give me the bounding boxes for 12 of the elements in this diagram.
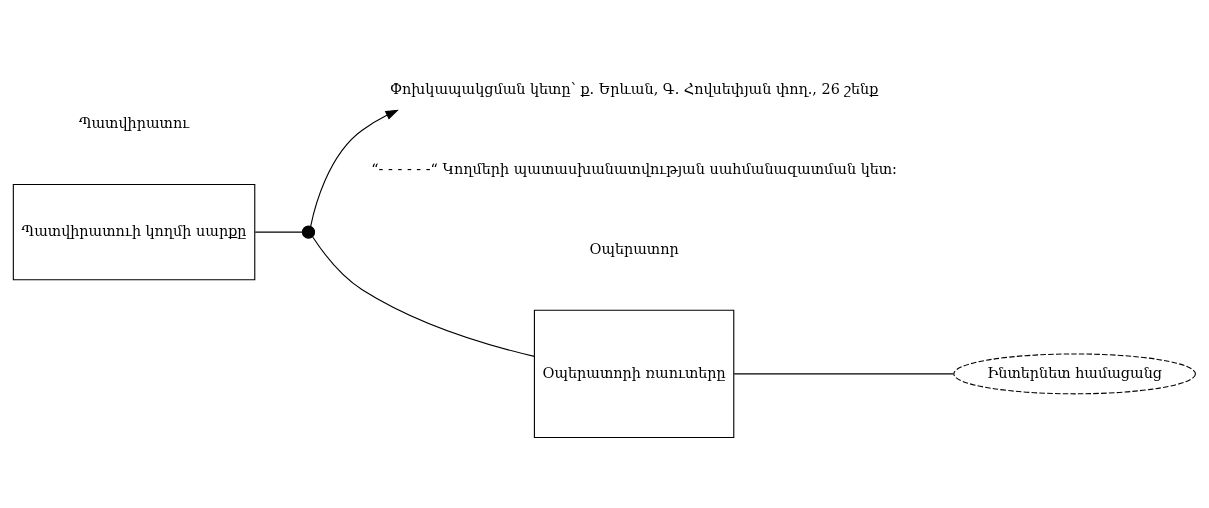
arrow xyxy=(310,109,399,227)
label: Օպերատոր xyxy=(589,240,679,257)
connector xyxy=(254,231,303,233)
label: “- - - - - -“ Կողմերի պատասխանատվության սահմանազատման կետ: xyxy=(371,160,897,177)
node-box: Օպերատորի ռաուտերը xyxy=(533,309,735,439)
node-box: Պատվիրատուի կողմի սարքը xyxy=(12,183,256,281)
node-circle xyxy=(301,225,316,239)
node-ellipse: Ինտերնետ համացանց xyxy=(953,353,1196,395)
connector xyxy=(733,373,955,375)
node-text: Փոխկապակցման կետը՝ ք. Երևան, Գ. Հովսեփյան փող., 26 շենք xyxy=(389,81,879,98)
connector xyxy=(312,236,535,357)
label: Պատվիրատու xyxy=(78,115,190,132)
